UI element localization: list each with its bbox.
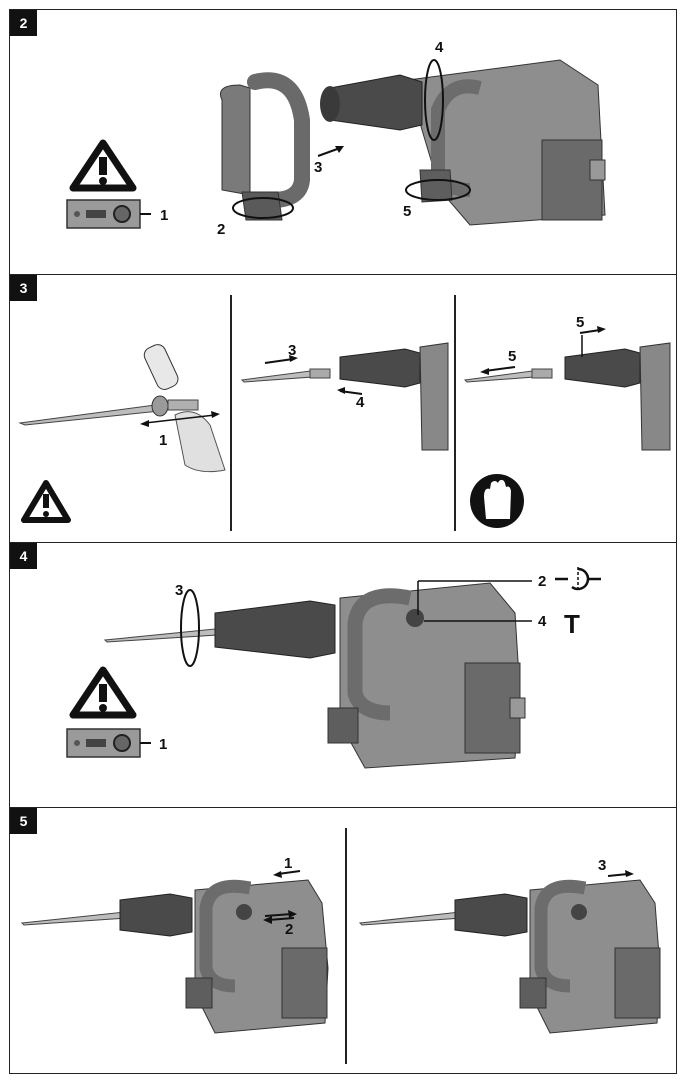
callout-3: 3 bbox=[288, 342, 296, 359]
callout-1: 1 bbox=[284, 855, 292, 872]
column-divider bbox=[230, 295, 232, 531]
step-number-badge: 5 bbox=[10, 808, 37, 834]
step-number-badge: 4 bbox=[10, 543, 37, 569]
callout-1: 1 bbox=[159, 736, 167, 753]
chisel bbox=[18, 395, 199, 426]
callout-4: 4 bbox=[538, 613, 547, 630]
callout-5: 5 bbox=[403, 203, 411, 220]
step-2-illustration: 3 1 2 4 5 bbox=[66, 39, 606, 238]
step-panel-2: 2 bbox=[9, 9, 677, 275]
switch-box-icon bbox=[66, 199, 151, 229]
column-divider bbox=[454, 295, 456, 531]
step-4-illustration: 1 2 4 3 T bbox=[66, 567, 601, 769]
grease-tube bbox=[143, 344, 179, 390]
step-number-badge: 2 bbox=[10, 10, 37, 36]
step-panel-3: 3 1 bbox=[9, 274, 677, 543]
callout-2: 2 bbox=[538, 573, 546, 590]
demolition-hammer bbox=[20, 879, 329, 1034]
callout-3: 3 bbox=[314, 159, 322, 176]
hammer-icon: T bbox=[564, 609, 580, 639]
demolition-hammer bbox=[103, 582, 526, 769]
callout-4: 4 bbox=[435, 39, 444, 56]
hammer-chuck bbox=[564, 342, 671, 451]
step-5-illustration: 1 2 3 bbox=[20, 855, 661, 1034]
column-divider bbox=[345, 828, 347, 1064]
callout-3: 3 bbox=[598, 857, 606, 874]
callout-2: 2 bbox=[217, 221, 225, 238]
warning-triangle-icon bbox=[69, 139, 137, 192]
cloth bbox=[174, 411, 226, 473]
demolition-hammer bbox=[358, 879, 661, 1034]
chisel bbox=[240, 368, 331, 383]
step-number-badge: 3 bbox=[10, 275, 37, 301]
callout-2: 2 bbox=[285, 921, 293, 938]
callout-5: 5 bbox=[508, 348, 516, 365]
step-panel-4: 4 1 2 4 3 bbox=[9, 542, 677, 808]
callout-3: 3 bbox=[175, 582, 183, 599]
demolition-hammer bbox=[320, 59, 606, 226]
warning-triangle-icon bbox=[69, 666, 137, 719]
callout-5: 5 bbox=[576, 314, 584, 331]
step-panel-5: 5 1 2 3 bbox=[9, 807, 677, 1074]
callout-4: 4 bbox=[356, 394, 365, 411]
side-handle bbox=[220, 72, 310, 221]
warning-triangle-icon bbox=[21, 480, 71, 523]
chisel bbox=[463, 368, 553, 383]
hammer-chuck bbox=[339, 342, 449, 451]
switch-box-icon bbox=[66, 728, 151, 758]
rotation-icon bbox=[555, 567, 601, 591]
gloves-icon bbox=[470, 474, 524, 528]
callout-1: 1 bbox=[159, 432, 167, 449]
step-3-illustration: 1 3 4 bbox=[18, 314, 671, 528]
callout-1: 1 bbox=[160, 207, 168, 224]
